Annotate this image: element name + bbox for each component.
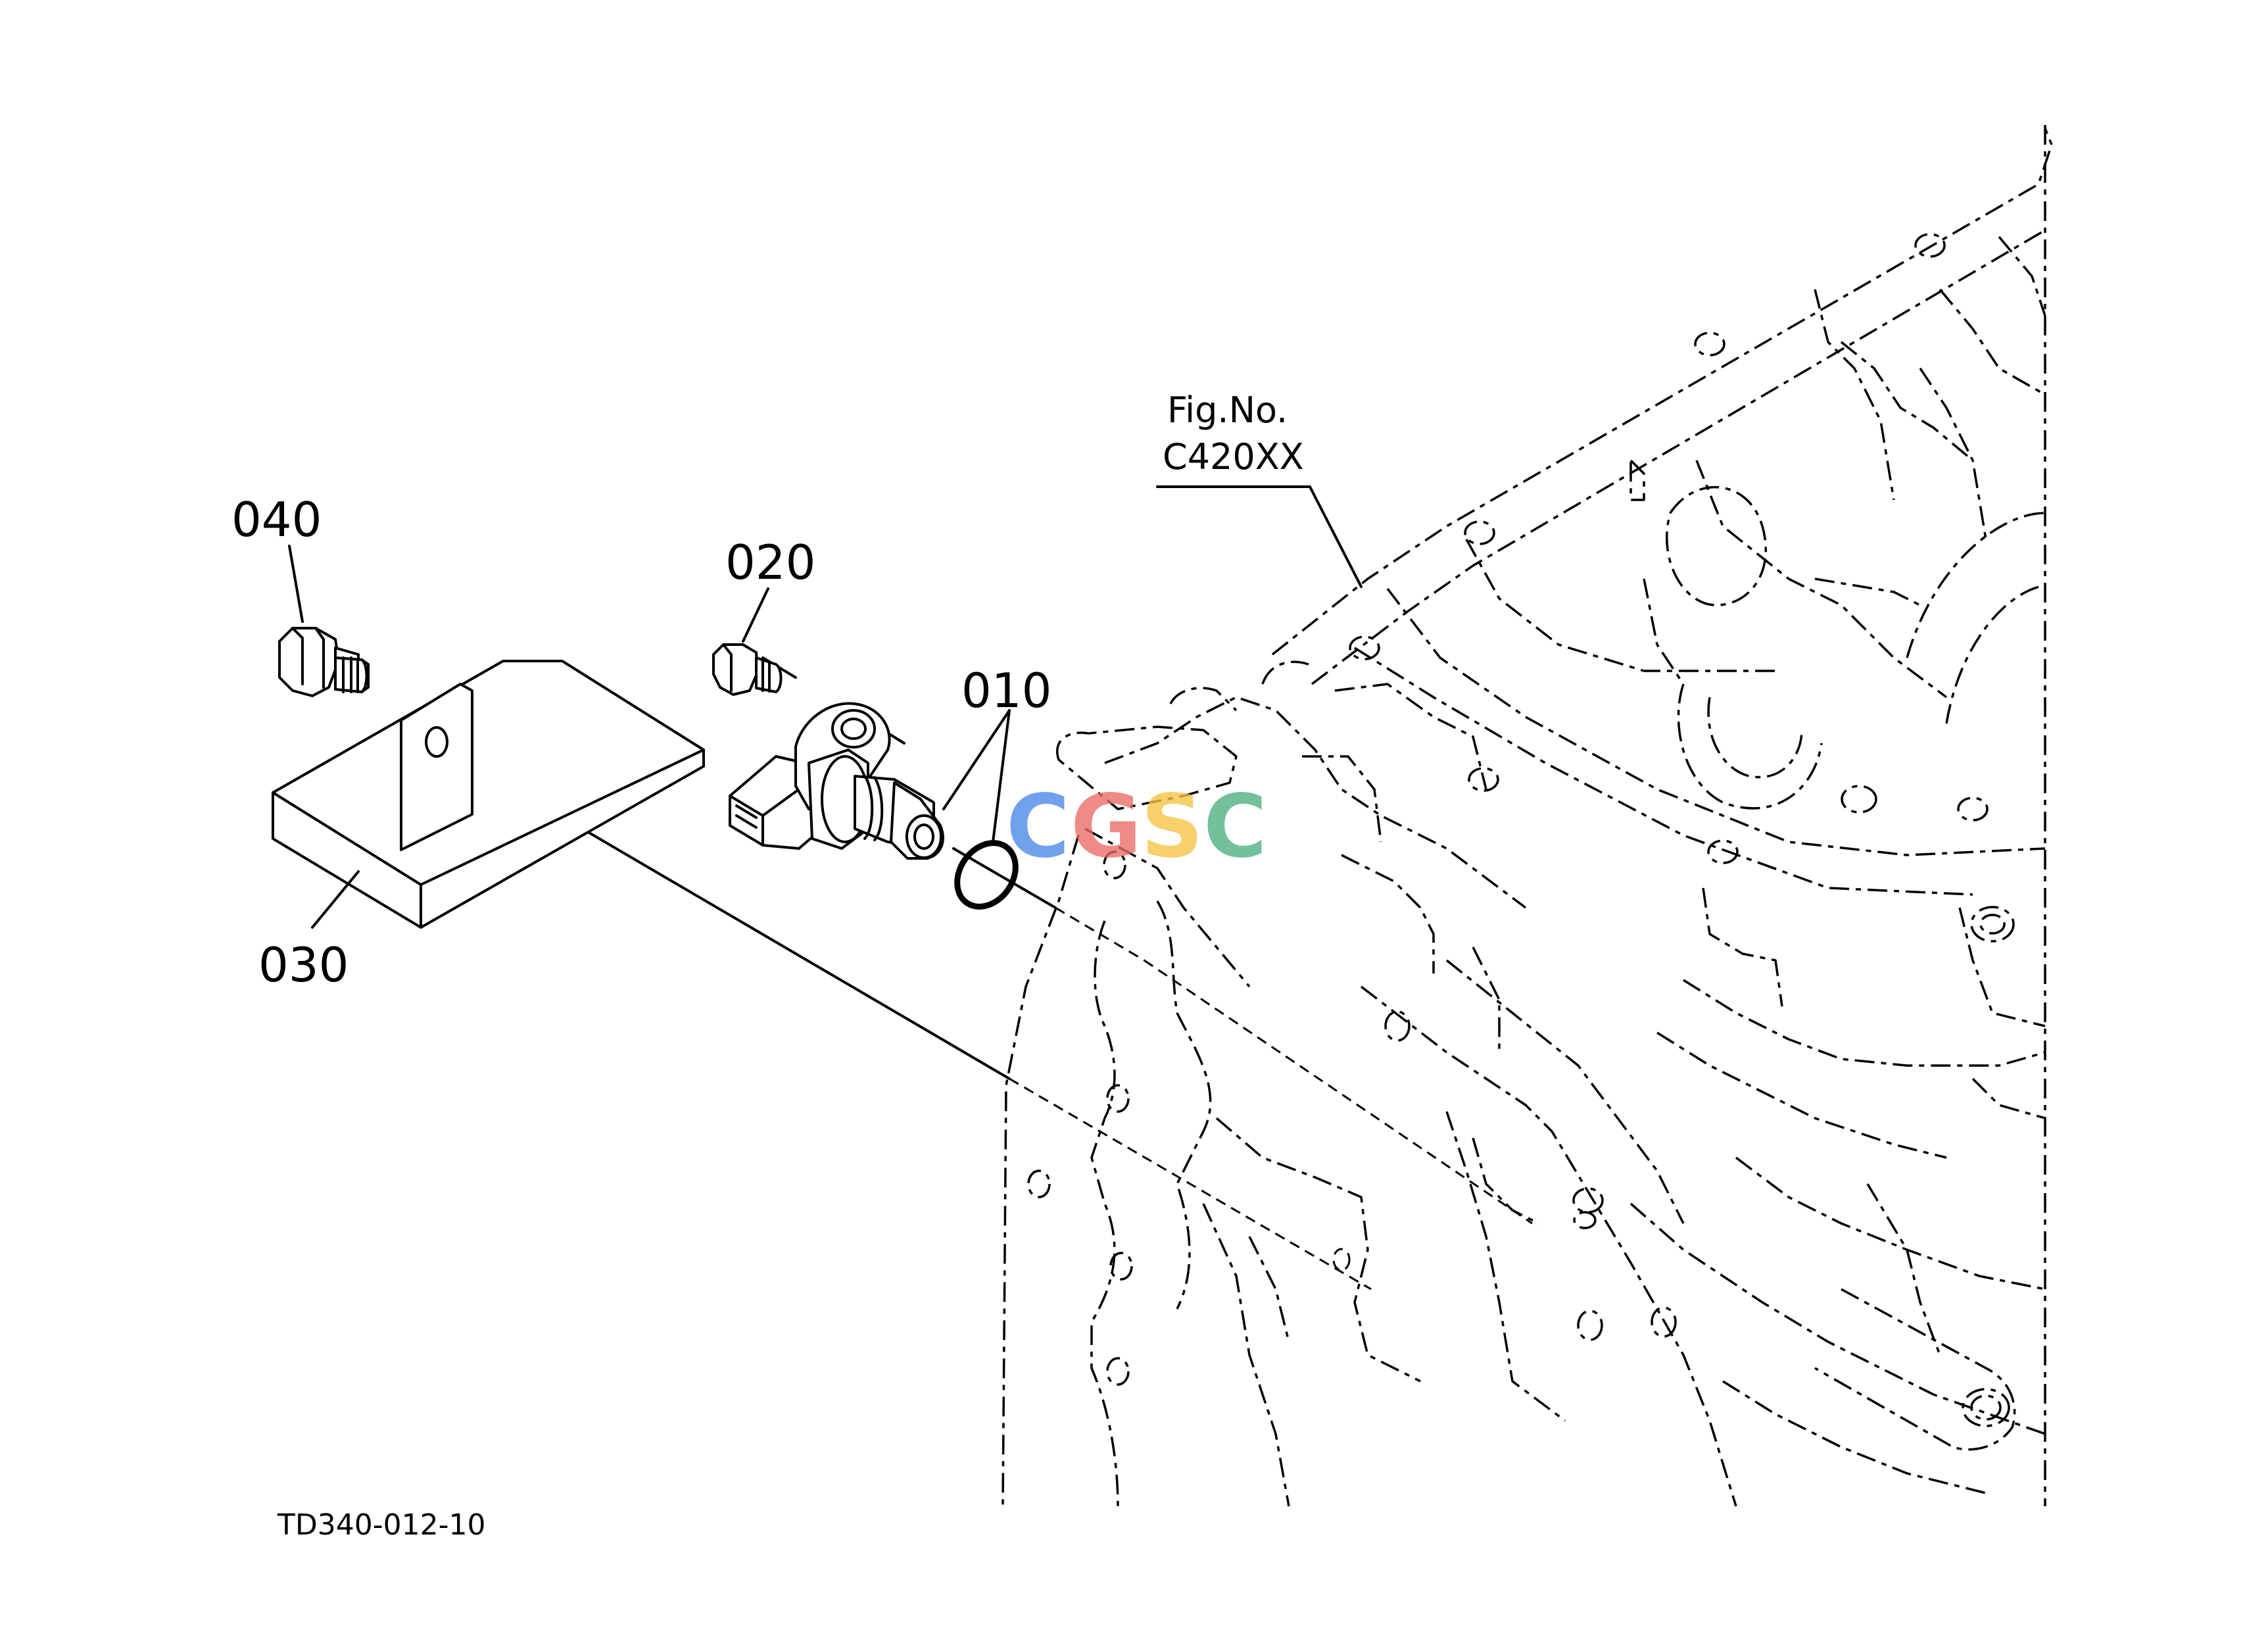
bracket-plate-030 [272,660,705,929]
sensor-010 [729,702,944,860]
watermark-letter-g: G [1071,776,1142,877]
part-label-020: 020 [725,535,815,590]
block-bolt-holes [1027,233,2015,1386]
part-label-010: 010 [961,663,1051,718]
engine-block-outline [1001,125,2053,1507]
drawing-code: TD340-012-10 [277,1508,485,1542]
part-label-040: 040 [231,492,322,547]
figure-number-value: C420XX [1163,436,1304,478]
watermark-letter-s: S [1141,776,1203,877]
bolt-020 [712,643,783,696]
watermark-logo: C G S C [1006,776,1267,877]
flange-bolt-040 [278,627,370,697]
o-ring-010 [954,840,1019,910]
label-leaders [288,485,1363,929]
part-label-030: 030 [258,937,349,993]
figure-number-label: Fig.No. [1167,389,1288,431]
watermark-letter-c1: C [1006,776,1070,877]
watermark-letter-c2: C [1203,776,1267,877]
